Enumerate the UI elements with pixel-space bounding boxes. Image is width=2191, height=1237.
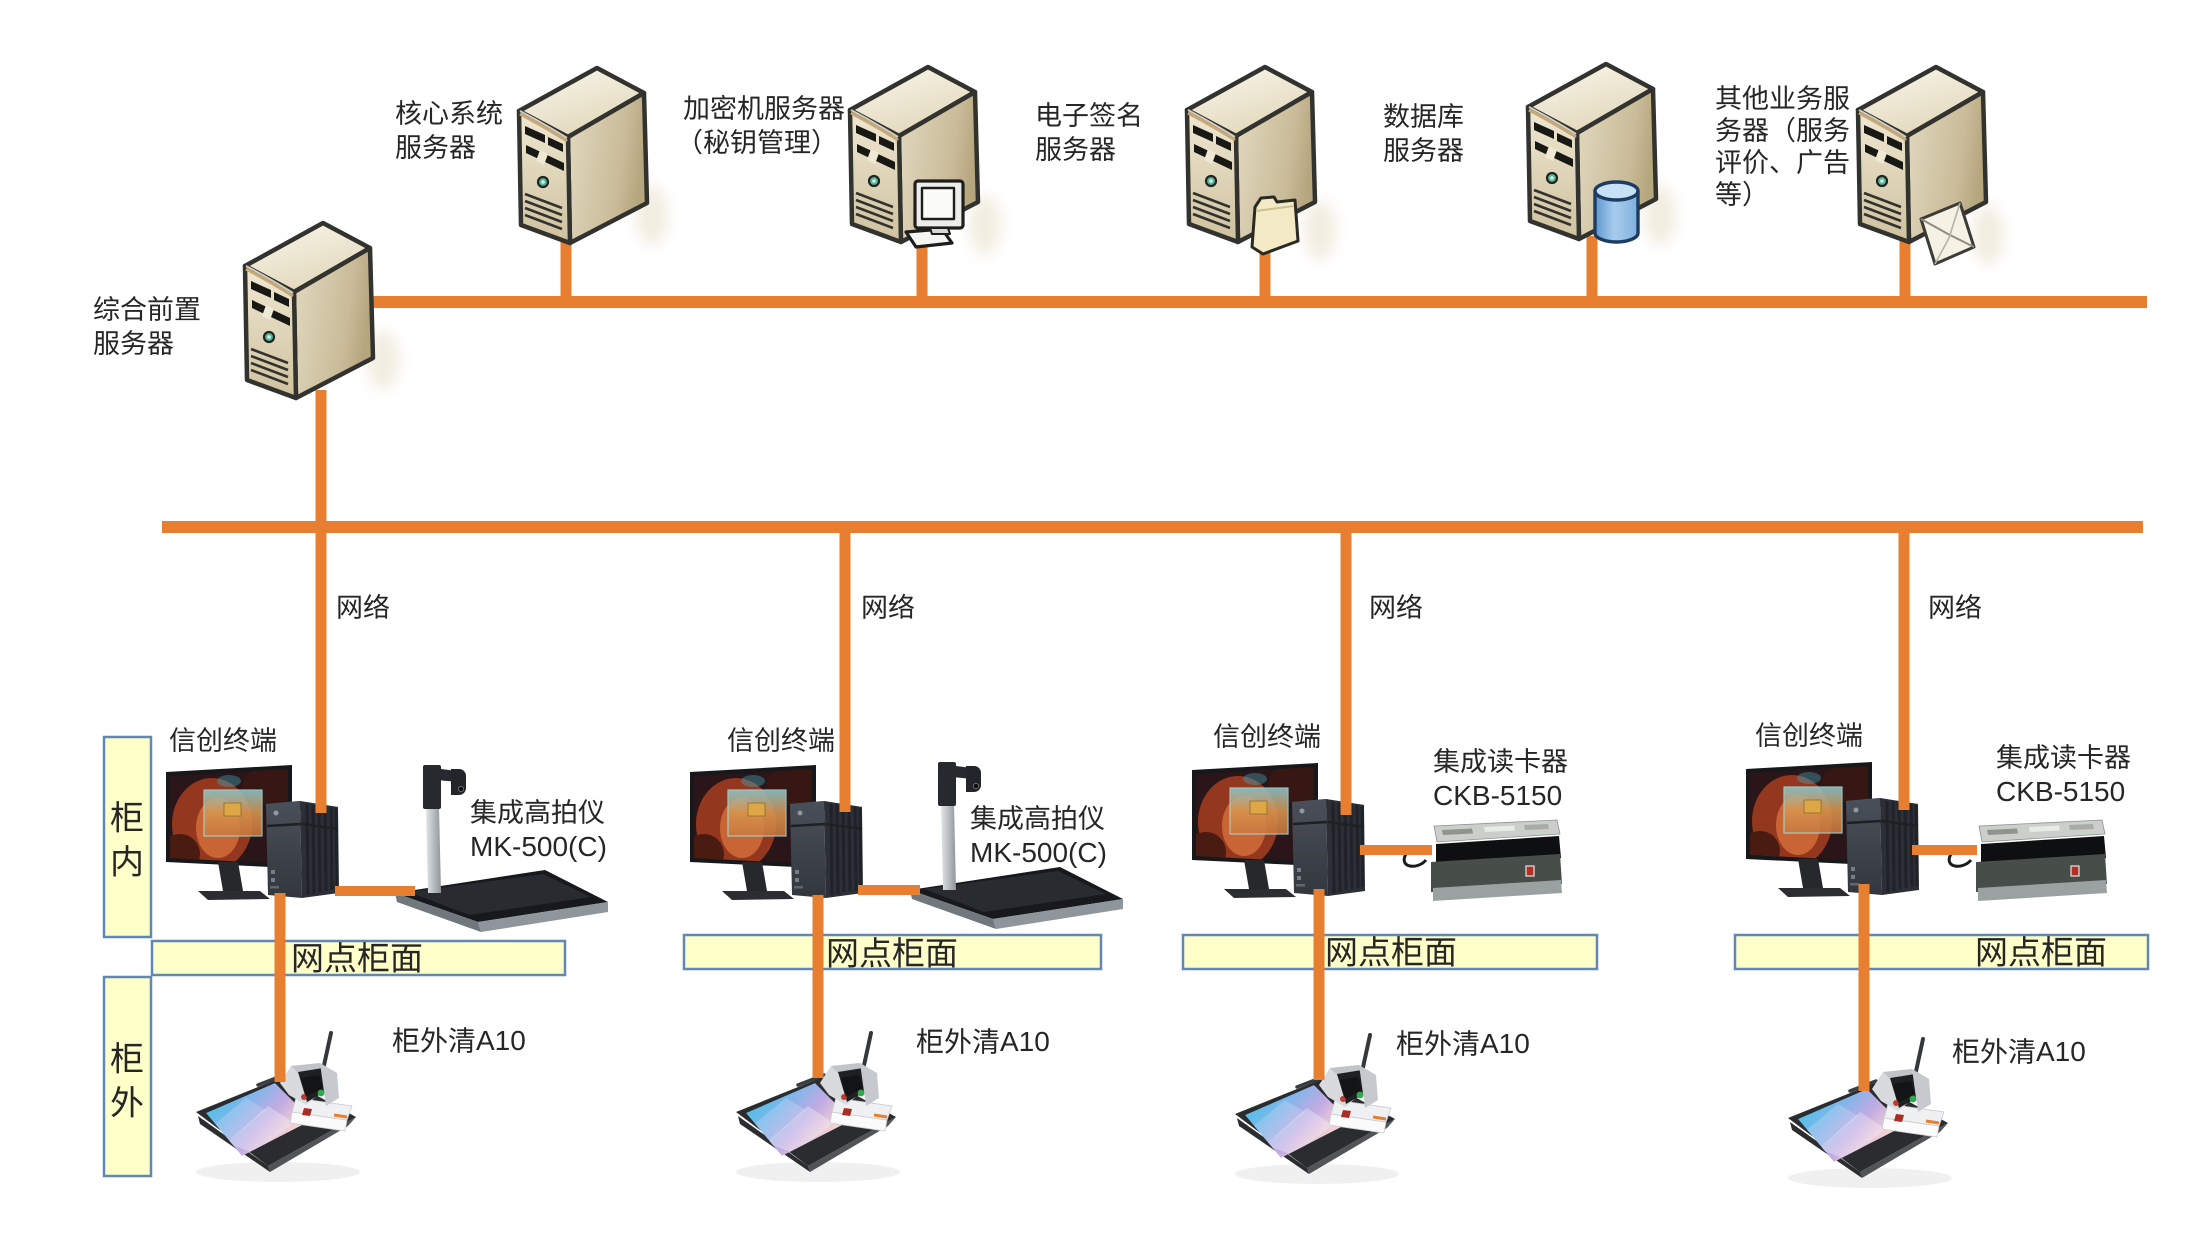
svg-text:MK-500(C): MK-500(C) — [970, 837, 1107, 868]
svg-text:A10: A10 — [2036, 1036, 2086, 1067]
svg-text:CKB-5150: CKB-5150 — [1433, 780, 1562, 811]
svg-text:A10: A10 — [476, 1025, 526, 1056]
svg-text:MK-500(C): MK-500(C) — [470, 831, 607, 862]
svg-text:CKB-5150: CKB-5150 — [1996, 776, 2125, 807]
svg-text:A10: A10 — [1000, 1026, 1050, 1057]
svg-text:A10: A10 — [1480, 1028, 1530, 1059]
